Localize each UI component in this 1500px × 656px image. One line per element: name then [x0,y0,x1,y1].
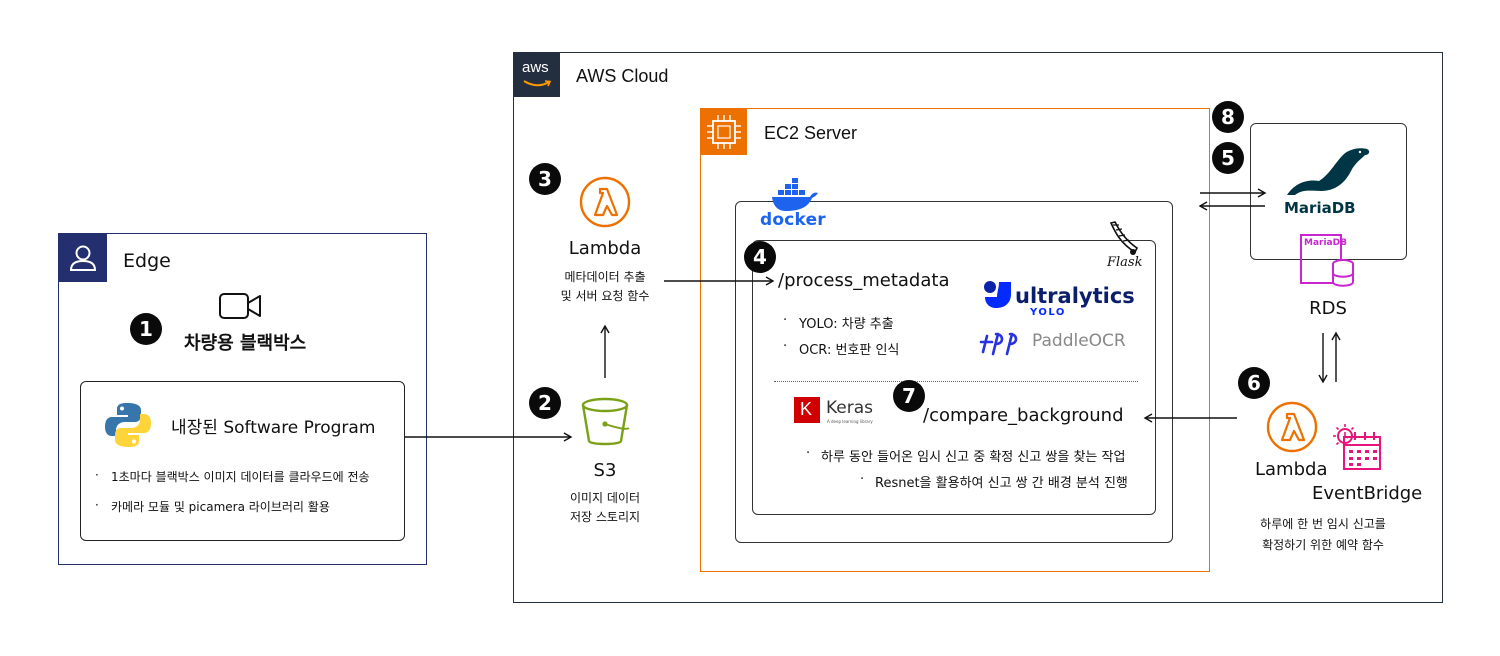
flask-container-box [752,240,1156,515]
mariadb-seal-icon [1287,148,1370,195]
keras-sub: A deep learning library [827,419,873,424]
step-badge-7: 7 [893,380,925,412]
edge-bullet-2: 카메라 모듈 및 picamera 라이브러리 활용 [111,500,330,514]
docker-whale-icon [772,178,818,211]
aws-cloud-title: AWS Cloud [576,66,669,86]
rds-mariadb-icon [1300,234,1354,287]
edge-bullet-1-dot: · [95,468,99,482]
ultralytics-logo-icon [984,281,1011,308]
compare-endpoint: /compare_background [923,405,1124,426]
edge-bullet-1: 1초마다 블랙박스 이미지 데이터를 클라우드에 전송 [111,470,370,484]
process-bullet-1-dot: · [783,313,788,328]
step-badge-4: 4 [744,241,776,273]
edge-group: Edge [58,233,427,565]
step-badge-2: 2 [529,387,561,419]
edge-title: Edge [123,250,171,272]
process-bullet-2: OCR: 번호판 인식 [799,343,900,358]
s3-title: S3 [593,460,617,481]
lambda-icon [579,176,631,228]
docker-container-box [735,201,1173,543]
process-endpoint: /process_metadata [778,270,950,291]
ec2-icon-bg [701,109,747,155]
aws-smile-icon [523,80,552,87]
compare-bullet-1: 하루 동안 들어온 임시 신고 중 확정 신고 쌍을 찾는 작업 [821,450,1126,465]
step-badge-5: 5 [1212,142,1244,174]
step-badge-1: 1 [130,313,162,345]
yolo-label: YOLO [1030,307,1066,318]
ec2-group: EC2 Server [700,108,1210,572]
video-camera-icon [219,293,261,319]
compare-bullet-1-dot: · [806,446,811,461]
lambda-scheduler-icon [1266,401,1318,453]
step-badge-6: 6 [1238,367,1270,399]
lambda-meta-desc-2: 및 서버 요청 함수 [560,289,650,303]
process-bullet-1: YOLO: 차량 추출 [799,317,894,332]
keras-logo-icon: K [794,397,820,423]
lambda-meta-desc-1: 메타데이터 추출 [564,270,646,284]
keras-label: Keras [826,398,874,418]
scheduler-eventbridge-label: EventBridge [1312,483,1423,504]
flask-label: Flask [1107,255,1143,270]
rds-title: RDS [1309,298,1347,319]
step-badge-8: 8 [1212,101,1244,133]
s3-desc-1: 이미지 데이터 [569,491,641,505]
user-icon [69,245,97,271]
mariadb-wordmark: MariaDB [1284,199,1356,217]
aws-logo-text: aws [522,59,549,76]
aws-logo: aws [514,53,560,97]
edge-header-icon-bg [59,234,107,282]
ultralytics-label: ultralytics [1015,284,1135,308]
compare-bullet-2-dot: · [860,472,865,487]
software-title: 내장된 Software Program [171,418,376,438]
edge-bullet-2-dot: · [95,498,99,512]
eventbridge-scheduler-icon [1333,424,1381,470]
chip-icon [707,115,741,149]
s3-bucket-icon [581,397,630,446]
ec2-title: EC2 Server [764,123,858,143]
device-label: 차량용 블랙박스 [184,333,307,354]
scheduler-lambda-label: Lambda [1255,459,1328,480]
docker-label: docker [760,210,826,230]
scheduler-desc-2: 확정하기 위한 예약 함수 [1262,538,1384,552]
process-bullet-2-dot: · [783,339,788,354]
paddleocr-label: PaddleOCR [1032,331,1126,351]
keras-k: K [800,399,813,419]
step-badge-3: 3 [529,163,561,195]
s3-desc-2: 저장 스토리지 [569,510,641,524]
compare-bullet-2: Resnet을 활용하여 신고 쌍 간 배경 분석 진행 [875,476,1128,491]
scheduler-desc-1: 하루에 한 번 임시 신고를 [1260,517,1386,531]
paddle-logo-icon [979,332,1018,356]
rds-box [1250,123,1407,260]
software-program-box: 내장된 Software Program · 1초마다 블랙박스 이미지 데이터… [80,381,405,541]
aws-cloud-group: aws AWS Cloud [513,52,1443,603]
flask-divider [774,381,1138,382]
python-icon [105,403,151,447]
flask-horn-icon [1109,221,1139,255]
rds-icon-label: MariaDB [1304,238,1347,248]
lambda-meta-title: Lambda [568,238,642,259]
